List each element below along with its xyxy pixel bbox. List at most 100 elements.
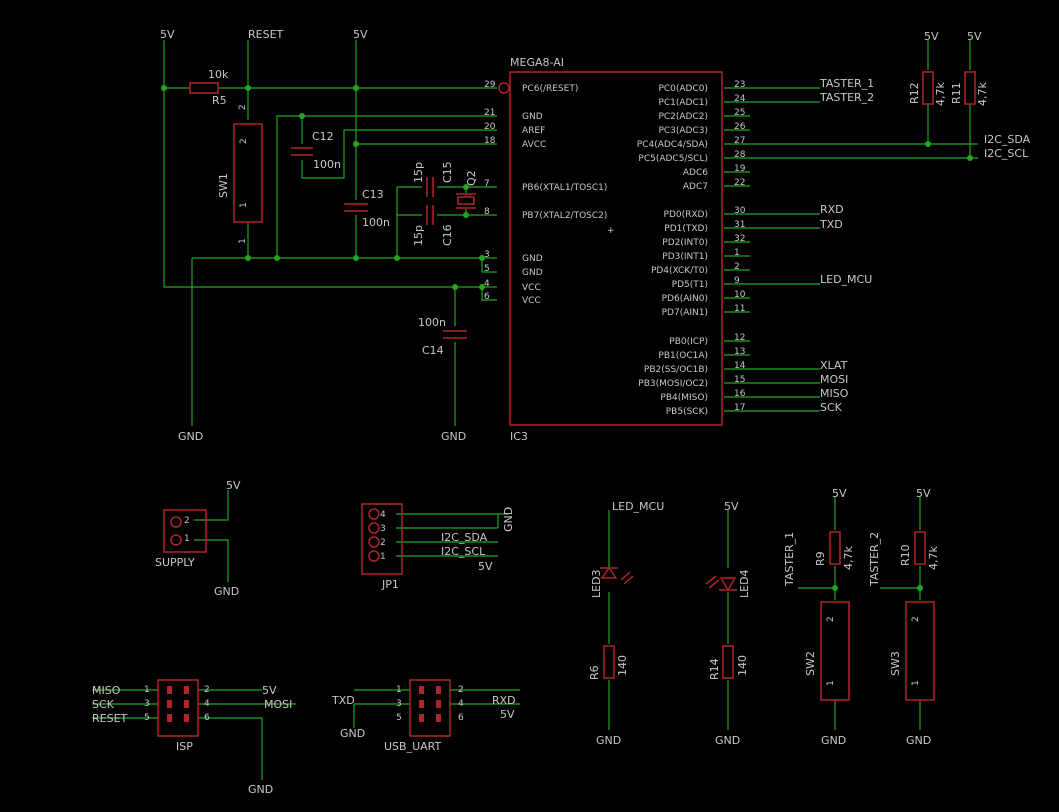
- ic3-pin-name: PB4(MISO): [660, 393, 708, 403]
- usb-uart-name: USB_UART: [384, 740, 441, 753]
- ic3-pin-name: AREF: [522, 126, 545, 136]
- ic3-pin-number: 3: [484, 250, 490, 260]
- gnd-label: GND: [214, 585, 239, 598]
- supply-name: SUPPLY: [155, 556, 195, 569]
- net-label-5v: 5V: [724, 500, 739, 513]
- ic3-pin-number: 1: [734, 248, 740, 258]
- r5-name: R5: [212, 94, 227, 107]
- c16-value: 15p: [412, 225, 425, 246]
- net-mosi: MOSI: [820, 373, 848, 386]
- ic3-pin-number: 16: [734, 389, 746, 399]
- c12-value: 100n: [313, 158, 341, 171]
- ic3-pin-name: PD2(INT0): [662, 238, 708, 248]
- ic3-pin-name: PD3(INT1): [662, 252, 708, 262]
- c12-capacitor: [291, 147, 313, 156]
- ic3-name: IC3: [510, 430, 528, 443]
- ic3-pin-name: PC1(ADC1): [658, 98, 708, 108]
- net-miso: MISO: [820, 387, 849, 400]
- jp1-pin-3: 3: [380, 524, 386, 534]
- c16-name: C16: [441, 224, 454, 246]
- net-label-5v: 5V: [967, 30, 982, 43]
- r5-resistor: [189, 82, 219, 94]
- ic3-pin-number: 8: [484, 207, 490, 217]
- ic3-pin-number: 23: [734, 80, 745, 90]
- sw2-name: SW2: [804, 651, 817, 676]
- sw3-name: SW3: [889, 651, 902, 676]
- net-miso: MISO: [92, 684, 121, 697]
- net-taster-1: TASTER_1: [819, 77, 874, 90]
- sw3-pin-1: 1: [911, 680, 921, 686]
- r9-resistor: [829, 531, 841, 565]
- c13-capacitor: [344, 203, 368, 212]
- net-label-5v: 5V: [916, 487, 931, 500]
- ic3-pin-name: ADC7: [683, 182, 708, 192]
- ic3-pin-number: 10: [734, 290, 746, 300]
- ic3-pin-number: 30: [734, 206, 746, 216]
- net-xlat: XLAT: [820, 359, 848, 372]
- net-label-5v: 5V: [832, 487, 847, 500]
- gnd-label: GND: [715, 734, 740, 747]
- net-led-mcu: LED_MCU: [612, 500, 664, 513]
- sw1-pad-2: 2: [238, 104, 248, 110]
- isp-pin-2: 2: [204, 685, 210, 695]
- q2-crystal: [456, 193, 476, 209]
- net-i2c-sda: I2C_SDA: [441, 531, 488, 544]
- ic3-pin-name: GND: [522, 254, 543, 264]
- led4-diode: [705, 575, 737, 592]
- net-taster-1: TASTER_1: [783, 532, 796, 587]
- c15-name: C15: [441, 161, 454, 183]
- net-sck: SCK: [92, 698, 115, 711]
- c13-value: 100n: [362, 216, 390, 229]
- gnd-label: GND: [906, 734, 931, 747]
- ic3-pin-name: PC0(ADC0): [658, 84, 708, 94]
- r9-name: R9: [814, 551, 827, 566]
- net-i2c-scl: I2C_SCL: [441, 545, 486, 558]
- net-label-5v: 5V: [262, 684, 277, 697]
- c13-name: C13: [362, 188, 384, 201]
- ic3-pin-number: 24: [734, 94, 746, 104]
- r9-value: 4,7k: [842, 546, 855, 570]
- r6-name: R6: [588, 665, 601, 680]
- jp1-connector: [361, 503, 403, 575]
- gnd-label: GND: [248, 783, 273, 796]
- ic3-pin-number: 12: [734, 333, 745, 343]
- ic3-pin-number: 28: [734, 150, 746, 160]
- net-label-5v: 5V: [478, 560, 493, 573]
- r11-name: R11: [950, 82, 963, 104]
- sw3-pin-2: 2: [911, 616, 921, 622]
- led4-name: LED4: [738, 569, 751, 598]
- supply-connector: [163, 509, 207, 553]
- sw1-switch: [233, 123, 263, 223]
- ic3-pin-name: PD0(RXD): [664, 210, 708, 220]
- r5-value: 10k: [208, 68, 229, 81]
- ic3-pin-number: 21: [484, 108, 495, 118]
- net-label-5v: 5V: [160, 28, 175, 41]
- gnd-label: GND: [340, 727, 365, 740]
- ic3-pin-number: 11: [734, 304, 745, 314]
- isp-pin-4: 4: [204, 699, 210, 709]
- isp-header: [157, 679, 199, 737]
- net-taster-2: TASTER_2: [868, 532, 881, 587]
- c14-value: 100n: [418, 316, 446, 329]
- led3-diode: [600, 566, 634, 585]
- sw1-pin-2: 2: [239, 138, 249, 144]
- net-sck: SCK: [820, 401, 843, 414]
- wires: [92, 40, 978, 780]
- net-label-reset: RESET: [92, 712, 128, 725]
- ic3-pin-name: AVCC: [522, 140, 546, 150]
- ic3-pin-number: 17: [734, 403, 745, 413]
- c12-name: C12: [312, 130, 334, 143]
- net-label-reset: RESET: [248, 28, 284, 41]
- ic3-pin-number: 20: [484, 122, 496, 132]
- ic3-pin-name: PC4(ADC4/SDA): [637, 140, 708, 150]
- ic3-pin-number: 7: [484, 179, 490, 189]
- ic3-pin-number: 31: [734, 220, 745, 230]
- ic3-pin-name: PC5(ADC5/SCL): [638, 154, 708, 164]
- ic3-pin-name: PC3(ADC3): [658, 126, 708, 136]
- net-i2c-scl: I2C_SCL: [984, 147, 1029, 160]
- sw1-pin-1: 1: [239, 202, 249, 208]
- net-led-mcu: LED_MCU: [820, 273, 872, 286]
- ic3-pin-name: PB2(SS/OC1B): [644, 365, 708, 375]
- usb-pin-2: 2: [458, 685, 464, 695]
- sw1-name: SW1: [217, 173, 230, 198]
